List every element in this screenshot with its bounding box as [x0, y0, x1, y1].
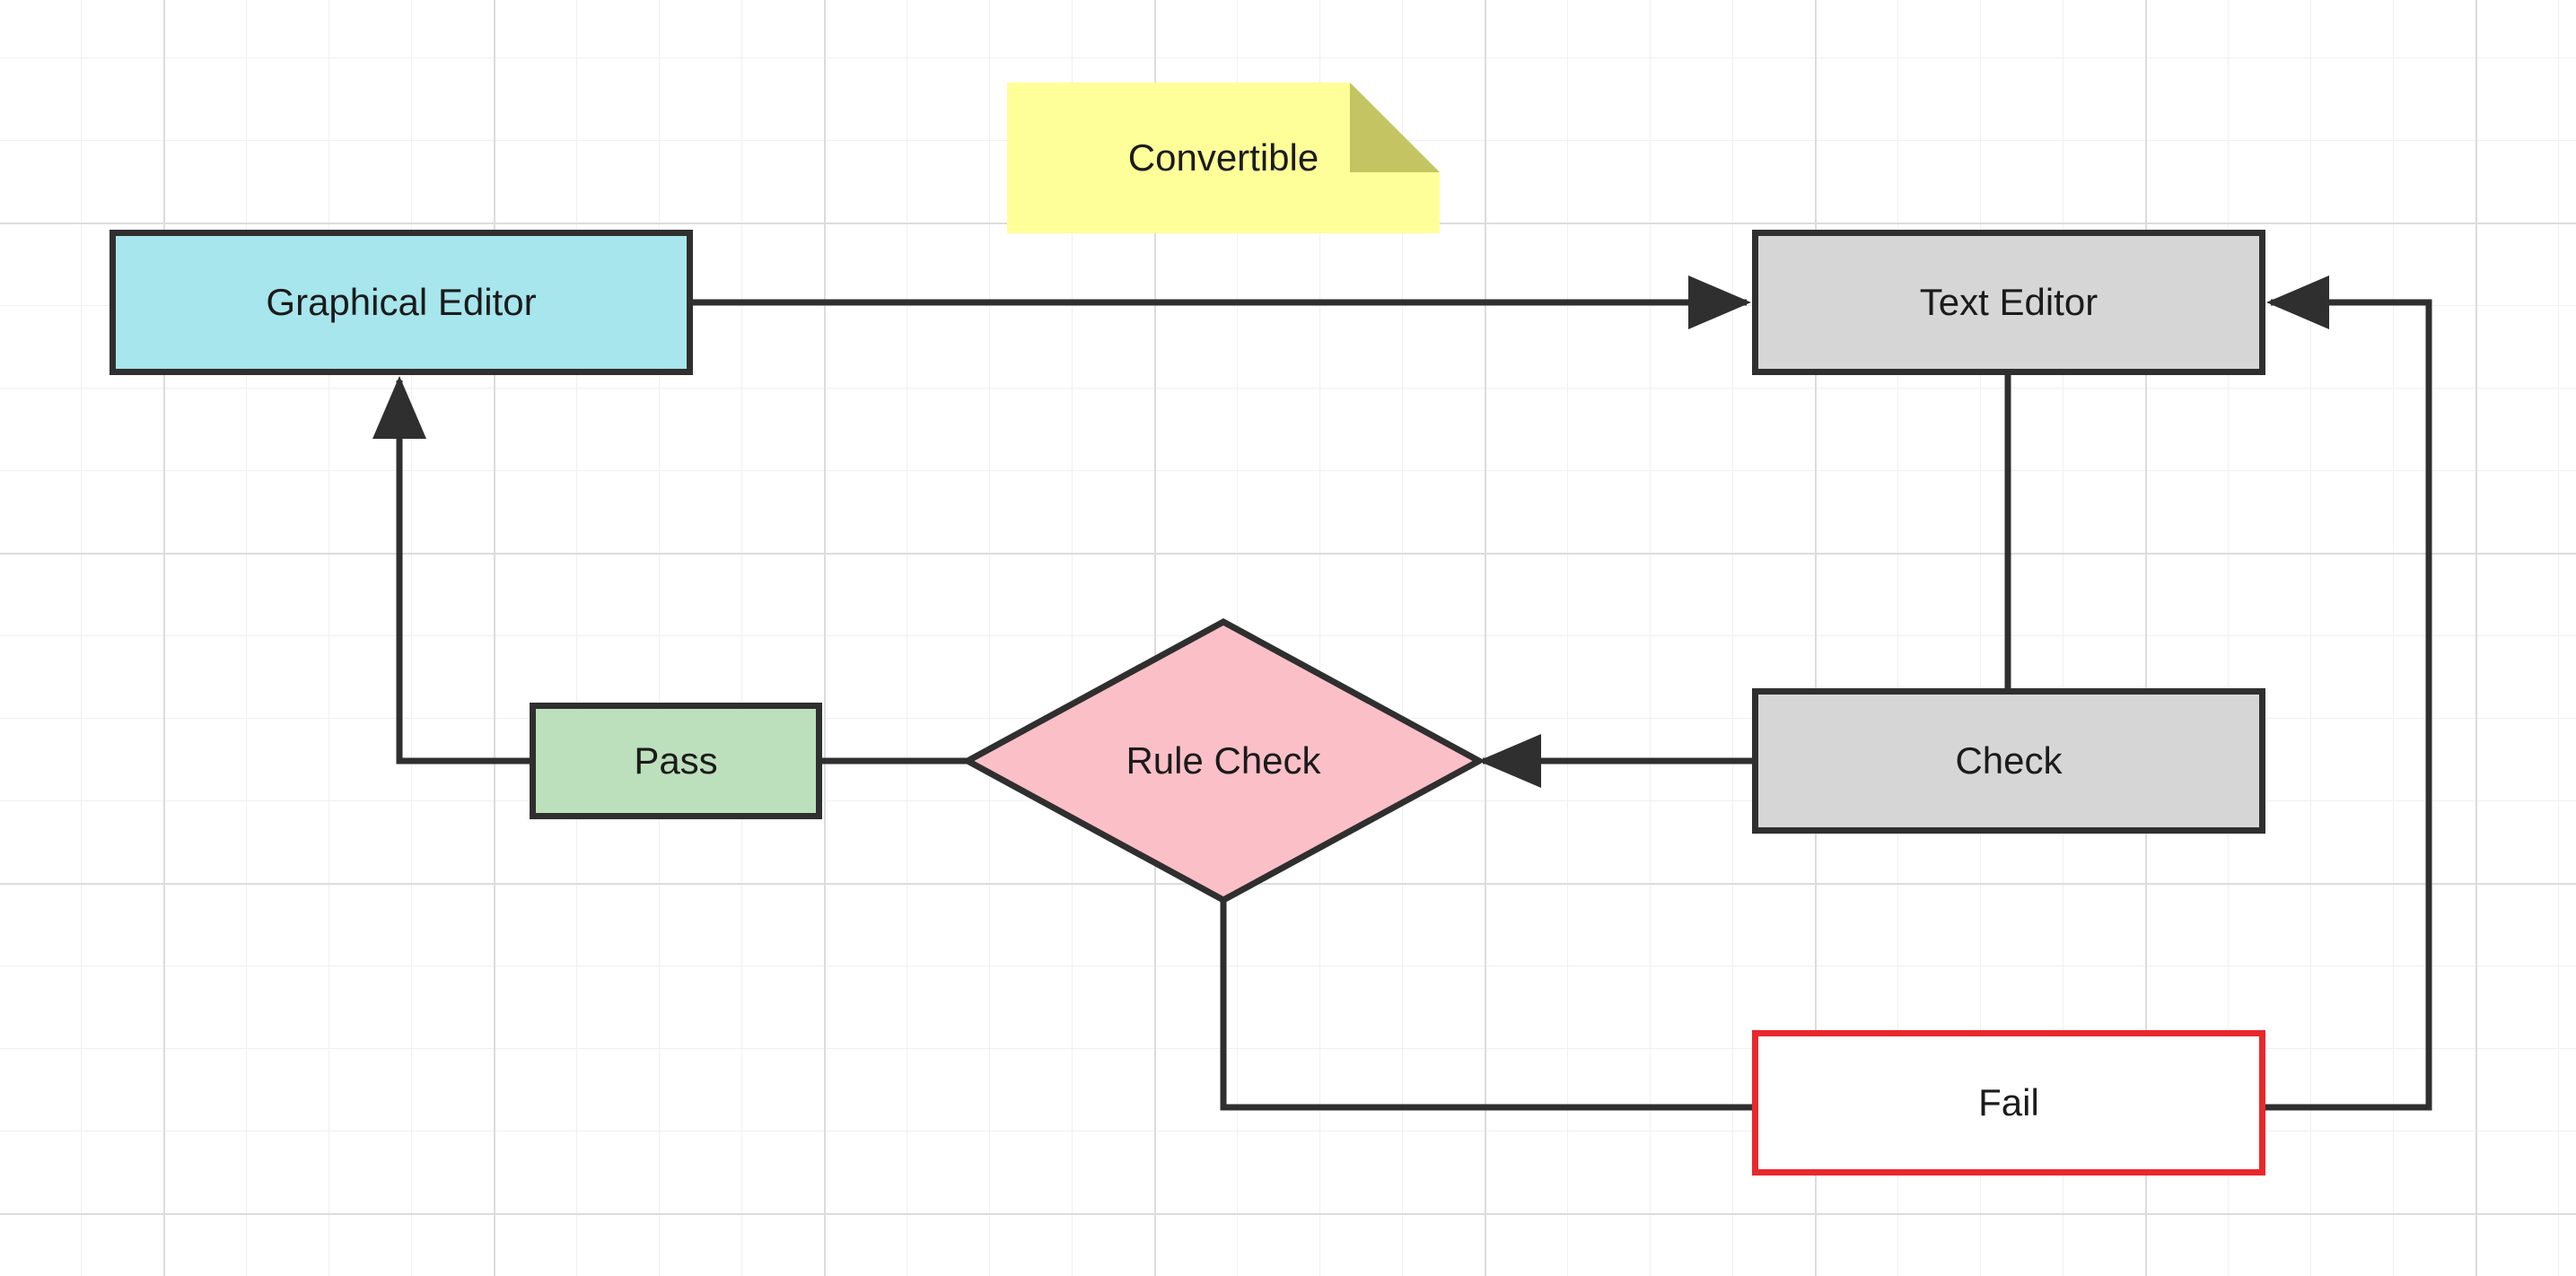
text-editor-node[interactable]: Text Editor — [1752, 230, 2265, 375]
graphical-editor-label: Graphical Editor — [266, 281, 537, 323]
graphical-editor-node[interactable]: Graphical Editor — [110, 230, 693, 375]
fail-node[interactable]: Fail — [1752, 1030, 2265, 1175]
edge-pass-to-graphical[interactable] — [372, 376, 530, 765]
check-label: Check — [1955, 739, 2063, 782]
rule-check-label: Rule Check — [1126, 739, 1321, 782]
edge-fail-to-text[interactable] — [2265, 275, 2432, 1111]
rule-check-diamond[interactable] — [960, 618, 1486, 904]
note-convertible[interactable]: Convertible — [1007, 83, 1440, 233]
edge-rulecheck-to-fail[interactable] — [1220, 900, 1752, 1111]
note-shape[interactable] — [1007, 83, 1440, 233]
text-editor-label: Text Editor — [1919, 281, 2098, 323]
check-node[interactable]: Check — [1752, 688, 2265, 834]
pass-node[interactable]: Pass — [530, 703, 822, 819]
note-label: Convertible — [1127, 136, 1319, 179]
fail-label: Fail — [1978, 1081, 2039, 1123]
rule-check-node[interactable]: Rule Check — [968, 622, 1479, 900]
pass-label: Pass — [634, 739, 718, 782]
